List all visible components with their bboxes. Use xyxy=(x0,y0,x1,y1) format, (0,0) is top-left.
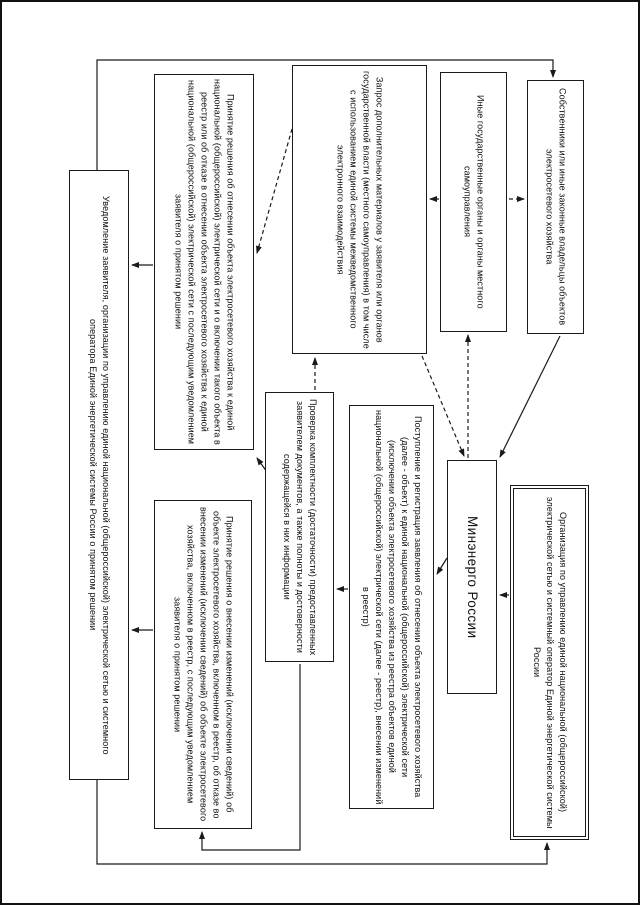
box-request-materials-label: Запрос дополнительных материалов у заяви… xyxy=(335,70,385,349)
box-decide-assign-label: Принятие решения об отнесении объекта эл… xyxy=(173,79,236,445)
box-decide-amend-label: Принятие решения о внесении изменений (и… xyxy=(172,507,235,822)
box-notify-label: Уведомление заявителя, организации по уп… xyxy=(88,195,112,755)
box-decide-assign: Принятие решения об отнесении объекта эл… xyxy=(154,74,254,450)
box-other-authorities-label: Иные государственные органы и органы мес… xyxy=(462,95,486,309)
box-minenergo-label: Минэнерго России xyxy=(465,515,481,639)
box-decide-amend: Принятие решения о внесении изменений (и… xyxy=(154,500,252,829)
box-check-docs-label: Проверка комплектности (достаточности) п… xyxy=(281,398,319,656)
arrow-request-to-decide-assign xyxy=(256,128,293,254)
arrow-owners-to-minenergo xyxy=(499,335,561,458)
arrow-minenergo-to-intake xyxy=(436,557,448,575)
box-intake-label: Поступление и регистрация заявления об о… xyxy=(360,409,424,805)
box-intake: Поступление и регистрация заявления об о… xyxy=(349,405,434,809)
box-grid-operator: Организация по управлению единой национа… xyxy=(510,485,589,840)
box-minenergo: Минэнерго России xyxy=(447,460,497,694)
box-owners: Собственники или иные законные владельцы… xyxy=(527,80,584,334)
box-grid-operator-inner-frame: Организация по управлению единой национа… xyxy=(513,488,586,837)
box-check-docs: Проверка комплектности (достаточности) п… xyxy=(265,392,334,662)
box-notify: Уведомление заявителя, организации по уп… xyxy=(69,170,129,780)
box-owners-label: Собственники или иные законные владельцы… xyxy=(544,88,568,326)
box-other-authorities: Иные государственные органы и органы мес… xyxy=(440,72,507,332)
box-request-materials: Запрос дополнительных материалов у заяви… xyxy=(292,65,427,354)
box-grid-operator-label: Организация по управлению единой национа… xyxy=(531,496,569,829)
